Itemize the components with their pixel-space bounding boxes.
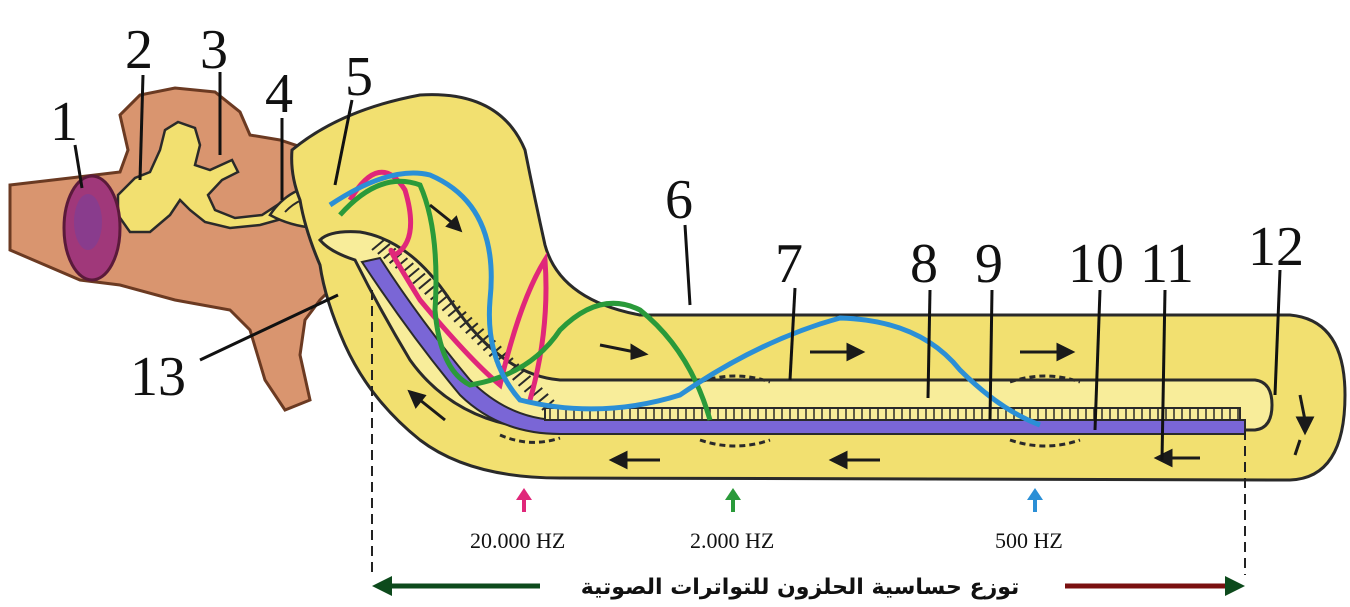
label-1: 1: [50, 91, 78, 153]
arrow-2000hz: [725, 488, 741, 512]
freq-label-2000: 2.000 HZ: [690, 528, 774, 553]
label-9: 9: [975, 233, 1003, 295]
label-10: 10: [1068, 233, 1124, 295]
label-2: 2: [125, 19, 153, 81]
label-6: 6: [665, 169, 693, 231]
freq-label-20000: 20.000 HZ: [470, 528, 565, 553]
label-7: 7: [775, 233, 803, 295]
caption: توزع حساسية الحلزون للتواترات الصوتية: [581, 575, 1020, 600]
freq-label-500: 500 HZ: [995, 528, 1063, 553]
label-4: 4: [265, 63, 293, 125]
sensitivity-axis: توزع حساسية الحلزون للتواترات الصوتية: [372, 575, 1245, 600]
label-13: 13: [130, 346, 186, 408]
label-12: 12: [1248, 216, 1304, 278]
arrow-20000hz: [516, 488, 532, 512]
hatch-band-straight: [545, 408, 1240, 420]
label-5: 5: [345, 46, 373, 108]
label-11: 11: [1140, 233, 1194, 295]
arrow-500hz: [1027, 488, 1043, 512]
frequency-markers: 20.000 HZ 2.000 HZ 500 HZ: [470, 488, 1063, 553]
label-3: 3: [200, 19, 228, 81]
label-8: 8: [910, 233, 938, 295]
